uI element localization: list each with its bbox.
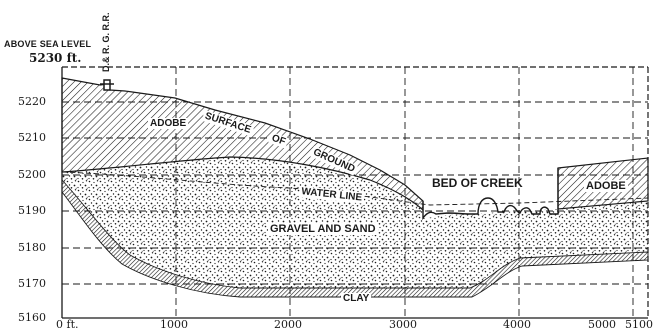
x-tick-label: 2000 — [274, 318, 302, 331]
y-tick-label: 5200 — [18, 168, 46, 181]
clay-label: CLAY — [341, 293, 371, 304]
adobe-right-label: ADOBE — [584, 180, 628, 192]
x-tick-label: 0 ft. — [56, 318, 78, 331]
y-tick-label: 5190 — [18, 204, 46, 217]
x-tick-label: 3000 — [389, 318, 417, 331]
x-tick-label: 5100 — [625, 318, 653, 331]
y-tick-label: 5170 — [18, 277, 46, 290]
x-tick-label: 5000 — [588, 318, 616, 331]
y-tick-label: 5220 — [18, 95, 46, 108]
elevation-header: ABOVE SEA LEVEL — [4, 39, 91, 49]
y-tick-label: 5160 — [18, 311, 46, 324]
y-tick-label: 5180 — [18, 241, 46, 254]
x-tick-label: 4000 — [503, 318, 531, 331]
gravel-and-sand-label: GRAVEL AND SAND — [268, 223, 378, 235]
x-tick-label: 1000 — [160, 318, 188, 331]
y-tick-label: 5210 — [18, 131, 46, 144]
bed-of-creek-label: BED OF CREEK — [432, 176, 523, 190]
adobe-left-label: ADOBE — [148, 118, 188, 129]
railroad-label: D.& R. G. R.R. — [101, 12, 111, 72]
top-elevation-label: 5230 ft. — [29, 51, 81, 65]
